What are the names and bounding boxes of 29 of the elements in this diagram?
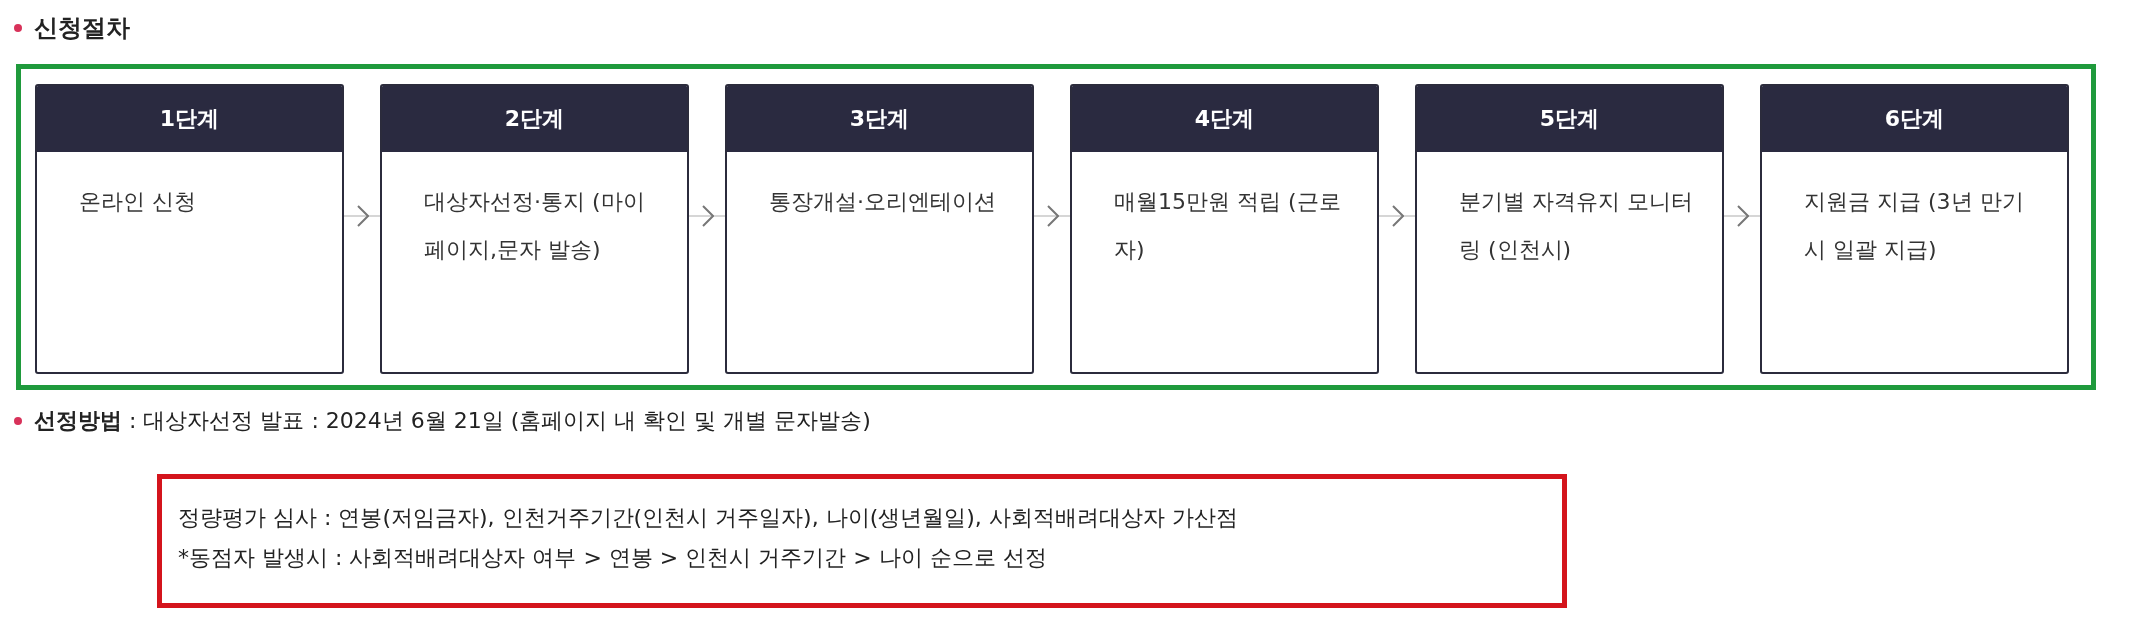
- chevron-arrow: [343, 205, 381, 227]
- chevron-arrow: [1033, 205, 1071, 227]
- step-card: [1070, 84, 1379, 374]
- step-header: 3단계: [727, 86, 1032, 152]
- step-description: 대상자선정·통지 (마이페이지,문자 발송): [423, 188, 646, 264]
- step-description: 온라인 신청: [78, 188, 197, 216]
- step-header: 5단계: [1417, 86, 1722, 152]
- step-description: 매월15만원 적립 (근로자): [1113, 188, 1342, 264]
- step-card: [380, 84, 689, 374]
- step-description: 지원금 지급 (3년 만기시 일괄 지급): [1803, 188, 2025, 264]
- selection-method-text: 선정방법 : 대상자선정 발표 : 2024년 6월 21일 (홈페이지 내 확인 및 개별 문자발송): [34, 407, 871, 435]
- step-card: [35, 84, 344, 374]
- step-header: 4단계: [1072, 86, 1377, 152]
- step-header: 1단계: [37, 86, 342, 152]
- note-text: *동점자 발생시 : 사회적배려대상자 여부 > 연봉 > 인천시 거주기간 > 나이 순으로 선정: [178, 544, 1048, 572]
- step-card: [1415, 84, 1724, 374]
- step-description: 통장개설·오리엔테이션: [768, 188, 997, 216]
- frame-box: [16, 64, 2096, 390]
- step-card: [725, 84, 1034, 374]
- chevron-arrow: [1378, 205, 1416, 227]
- chevron-arrow: [688, 205, 726, 227]
- step-card: [1760, 84, 2069, 374]
- section-title: 신청절차: [34, 13, 130, 44]
- step-description: 분기별 자격유지 모니터링 (인천시): [1458, 188, 1694, 264]
- chevron-arrow: [1723, 205, 1761, 227]
- note-text: 정량평가 심사 : 연봉(저임금자), 인천거주기간(인천시 거주일자), 나이(생년월일), 사회적배려대상자 가산점: [178, 504, 1239, 532]
- note-box: [157, 474, 1567, 608]
- step-header: 2단계: [382, 86, 687, 152]
- step-header: 6단계: [1762, 86, 2067, 152]
